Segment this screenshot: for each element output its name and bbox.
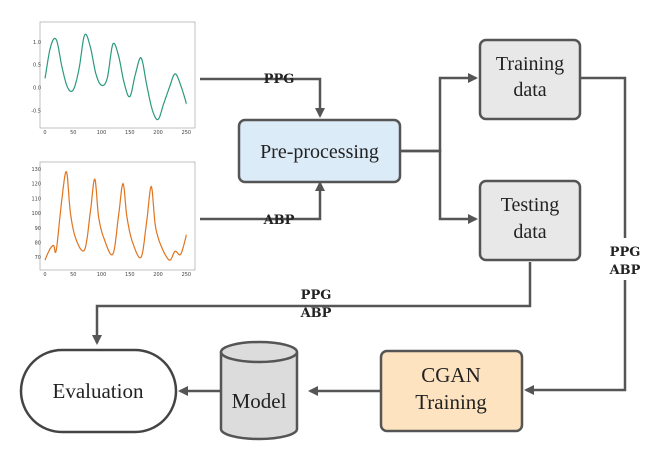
evaluation-node: Evaluation — [19, 348, 178, 434]
ppg-xtick-label: 200 — [153, 130, 163, 136]
edge-label-train-ppg: PPG — [610, 245, 641, 260]
edges — [92, 73, 627, 396]
ppg-ytick-label: 1.0 — [33, 40, 41, 46]
edge-ppg-to-preprocessing — [200, 77, 325, 118]
ppg-xtick-label: 150 — [125, 130, 135, 136]
preprocessing-label: Pre-processing — [260, 141, 379, 163]
evaluation-label: Evaluation — [53, 379, 144, 403]
preprocessing-node: Pre-processing — [237, 118, 402, 184]
testing-data-label-line1: Testing — [501, 194, 560, 216]
ppg-xtick-label: 100 — [97, 130, 107, 136]
model-label: Model — [232, 389, 287, 413]
edge-abp-to-preprocessing — [200, 181, 325, 221]
abp-ytick-label: 90 — [35, 226, 41, 232]
ppg-series-line — [44, 33, 187, 121]
abp-xtick-label: 50 — [70, 272, 76, 278]
abp-xtick-label: 200 — [153, 272, 163, 278]
abp-xtick-label: 100 — [97, 272, 107, 278]
cgan-training-node: CGAN Training — [379, 349, 524, 433]
edge-label-ppg: PPG — [264, 72, 295, 87]
ppg-plot-frame — [39, 21, 196, 129]
cgan-label-line1: CGAN — [421, 363, 481, 387]
abp-ytick-label: 130 — [31, 167, 41, 173]
abp-xtick-label: 150 — [125, 272, 135, 278]
ppg-ytick-label: 0.5 — [33, 63, 41, 69]
edge-preprocessing-to-testing — [400, 149, 478, 224]
edge-testing-to-evaluation — [92, 262, 532, 345]
ppg-xtick-label: 0 — [43, 130, 46, 136]
ppg-ytick-label: -0.5 — [31, 108, 41, 114]
edge-preprocessing-to-training — [400, 73, 478, 153]
edge-label-test-abp: ABP — [300, 306, 332, 321]
abp-plot: 0 50 100 150 200 250 130 120 110 100 90 80 70 — [31, 161, 196, 278]
training-data-label-line2: data — [513, 79, 546, 101]
edge-label-test-ppg: PPG — [301, 288, 332, 303]
abp-ytick-label: 110 — [31, 196, 41, 202]
abp-xtick-label: 250 — [182, 272, 192, 278]
testing-data-node: Testing data — [478, 179, 582, 262]
ppg-ytick-label: 0.0 — [33, 86, 41, 92]
model-node: Model — [219, 340, 299, 441]
abp-ytick-label: 120 — [31, 182, 41, 188]
abp-series-line — [44, 170, 187, 261]
cgan-label-line2: Training — [415, 390, 487, 414]
ppg-plot: 0 50 100 150 200 250 1.0 0.5 0.0 -0.5 — [31, 21, 196, 136]
abp-ytick-label: 80 — [35, 240, 41, 246]
training-data-node: Training data — [478, 38, 582, 121]
training-data-label-line1: Training — [496, 53, 564, 75]
ppg-xtick-label: 50 — [70, 130, 76, 136]
ppg-xtick-label: 250 — [182, 130, 192, 136]
edge-training-to-cgan — [524, 76, 627, 395]
testing-data-label-line2: data — [513, 221, 546, 243]
edge-label-abp: ABP — [263, 213, 295, 228]
abp-plot-frame — [39, 161, 196, 271]
abp-ytick-label: 100 — [31, 211, 41, 217]
abp-ytick-label: 70 — [35, 255, 41, 261]
abp-xtick-label: 0 — [43, 272, 46, 278]
edge-label-train-abp: ABP — [609, 263, 641, 278]
